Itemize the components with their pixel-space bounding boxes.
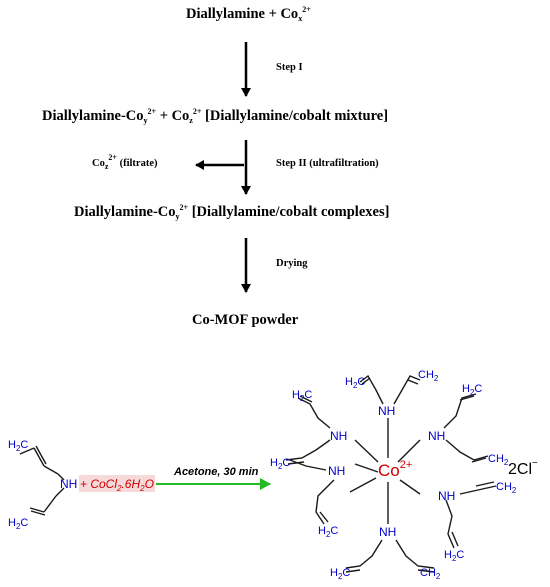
allyl-arms [285, 374, 497, 573]
ch2-label: H2C [330, 567, 350, 581]
cobalt-center-label: Co2+ [378, 459, 412, 480]
ch2-label: CH2 [418, 369, 439, 383]
step2-label: Step II (ultrafiltration) [276, 158, 379, 169]
ch2-label: CH2 [488, 453, 509, 467]
methylene-label-bottom: H2C [8, 517, 28, 531]
coordination-bonds [349, 418, 421, 524]
ch2-label: H2C [462, 383, 482, 397]
methylene-label-top: H2C [8, 439, 28, 453]
product-label: Co-MOF powder [192, 312, 299, 328]
ch2-label: CH2 [420, 567, 441, 581]
drying-label: Drying [276, 258, 308, 269]
ch2-label: CH2 [496, 481, 517, 495]
diallylamine-reactant [19, 445, 65, 516]
ch2-label: H2C [444, 549, 464, 563]
amine-label-bottom: NH [379, 525, 396, 539]
flow-arrows [195, 42, 251, 293]
amine-label-top: NH [378, 404, 395, 418]
step1-label: Step I [276, 62, 303, 73]
reagent-cocl2: + CoCl2.6H2O [80, 477, 154, 493]
filtrate-label: Coz2+ (filtrate) [92, 153, 158, 171]
amine-label-lower-right: NH [438, 489, 455, 503]
reagent-highlight [79, 475, 155, 492]
amine-label-upper-right: NH [428, 429, 445, 443]
synthesis-flowchart: Diallylamine + Cox2+ Step I Diallylamine… [42, 5, 390, 328]
ch2-label: H2C [345, 376, 365, 390]
reactant-amine-label: NH [60, 477, 77, 491]
amine-label-lower-left: NH [328, 464, 345, 478]
ch2-label: H2C [318, 525, 338, 539]
ch2-label: H2C [270, 457, 290, 471]
mixture-label: Diallylamine-Coy2+ + Coz2+ [Diallylamine… [42, 107, 389, 125]
amine-label-upper-left: NH [330, 429, 347, 443]
reaction-conditions: Acetone, 30 min [173, 466, 259, 478]
start-reactants: Diallylamine + Cox2+ [186, 5, 311, 23]
ch2-label: H2C [292, 389, 312, 403]
counter-ion-label: 2Cl− [508, 458, 538, 478]
terminal-methylene-labels: H2C CH2 H2C H2C H2C CH2 H2C CH2 H2C H2C … [270, 369, 517, 581]
complexes-label: Diallylamine-Coy2+ [Diallylamine/cobalt … [74, 203, 390, 221]
